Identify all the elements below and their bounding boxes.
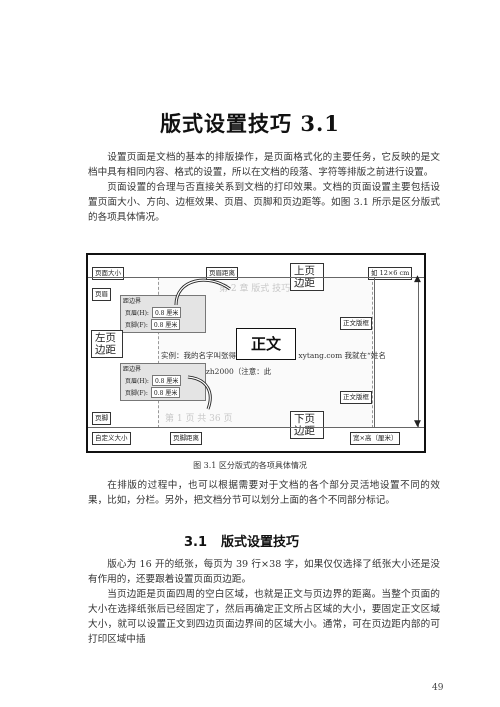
dimension-line-height (418, 277, 419, 427)
callout-arrow-bottom (187, 375, 212, 410)
page-number: 49 (432, 683, 444, 693)
guide-line-right (374, 277, 375, 427)
header-field-label: 页眉(H): (125, 310, 149, 317)
paragraph-intro: 设置页面是文档的基本的排版操作，是页面格式化的主要任务，它反映的是文档中具有相同… (88, 152, 440, 178)
label-header: 页眉 (92, 288, 111, 301)
label-footer: 页脚 (92, 412, 111, 425)
label-footer-distance: 页脚距离 (170, 432, 202, 445)
dialog-heading: 距边界 (123, 366, 142, 373)
label-body-frame-1: 正文版框 (340, 317, 372, 330)
guide-line-top (88, 277, 424, 278)
margin-dialog-top: 距边界 页眉(H):0.8 厘米 页脚(F):0.8 厘米 (120, 295, 206, 333)
label-bottom-margin: 下页 边距 (290, 411, 324, 439)
callout-arrow-top (174, 278, 231, 306)
label-left-margin: 左页 边距 (91, 330, 123, 358)
footer-field-label: 页脚(F): (125, 390, 148, 397)
label-width-height: 宽×高（厘米） (350, 432, 401, 445)
header-field-label: 页眉(H): (125, 378, 149, 385)
arrow-up-icon: ▲ (414, 274, 421, 284)
footer-distance-input[interactable]: 0.8 厘米 (150, 319, 181, 330)
paragraph-sections: 在排版的过程中，也可以根据需要对于文档的各个部分灵活地设置不同的效果，比如，分栏… (88, 480, 440, 506)
dialog-heading: 距边界 (123, 298, 142, 305)
header-distance-input[interactable]: 0.8 厘米 (151, 375, 182, 386)
footer-field-label: 页脚(F): (125, 322, 148, 329)
section-number: 3.1 (184, 535, 208, 550)
paragraph-margins: 当页边距是页面四周的空白区域，也就是正文与页边界的距离。当整个页面的大小在选择纸… (88, 589, 440, 645)
header-distance-input[interactable]: 0.8 厘米 (151, 307, 182, 318)
figure-caption: 图 3.1 区分版式的各项具体情况 (193, 461, 307, 470)
label-page-size: 页面大小 (92, 267, 124, 280)
label-body: 正文 (236, 328, 296, 360)
page-title: 版式设置技巧 3.1 (160, 111, 340, 136)
figure-page-layout: 第 2 章 版式 技巧 实例：我的名字叫张得，我的电子邮箱是 xytang.co… (86, 253, 426, 453)
doc-footer-text: 第 1 页 共 36 页 (165, 414, 233, 424)
doc-body-line-2: 中 ...... xangzh2000（注意：此 (161, 367, 272, 376)
label-custom-size: 自定义大小 (92, 432, 131, 445)
label-body-frame-2: 正文版框 (340, 391, 372, 404)
guide-line-bottom (88, 427, 424, 428)
section-title-text: 版式设置技巧 (221, 535, 300, 550)
margin-dialog-bottom: 距边界 页眉(H):0.8 厘米 页脚(F):0.8 厘米 (120, 363, 206, 401)
section-heading: 3.1 版式设置技巧 (184, 531, 299, 550)
label-dimensions: 如 12×6 cm (368, 267, 413, 280)
document-preview: 第 2 章 版式 技巧 实例：我的名字叫张得，我的电子邮箱是 xytang.co… (158, 277, 386, 428)
footer-distance-input[interactable]: 0.8 厘米 (150, 387, 181, 398)
arrow-down-icon: ▼ (414, 419, 421, 429)
paragraph-type-area: 版心为 16 开的纸张，每页为 39 行×38 字，如果仅仅选择了纸张大小还是没… (88, 559, 440, 585)
label-header-distance: 页眉距离 (206, 267, 238, 280)
doc-header-text: 第 2 章 版式 技巧 (219, 284, 291, 294)
paragraph-page-setup: 页面设置的合理与否直接关系到文档的打印效果。文档的页面设置主要包括设置页面大小、… (88, 182, 440, 223)
